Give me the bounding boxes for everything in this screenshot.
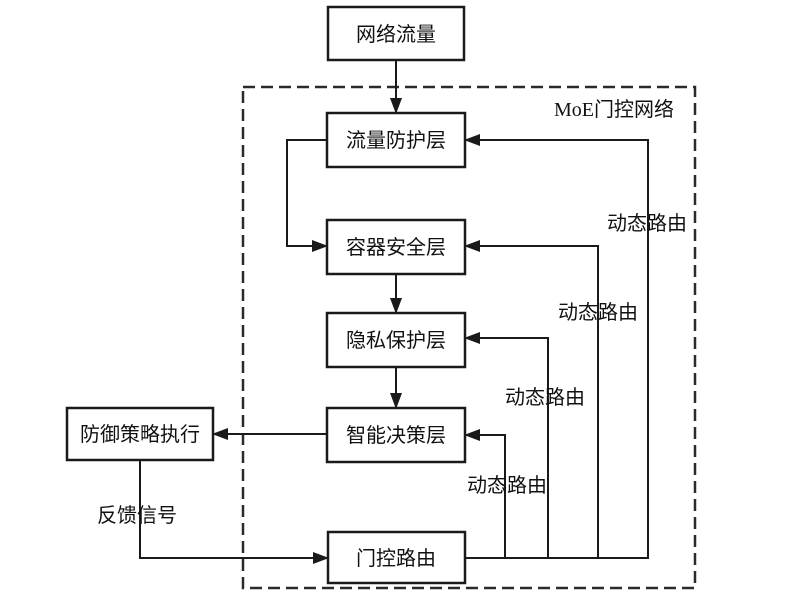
gating-router-box [326, 530, 467, 585]
node-network-traffic: 网络流量 [326, 5, 466, 62]
node-container-security-layer: 容器安全层 [325, 218, 467, 276]
traffic-protection-label: 流量防护层 [346, 129, 446, 152]
gating-router-label: 门控路由 [356, 547, 436, 570]
container-security-label: 容器安全层 [346, 236, 446, 259]
traffic-protection-box [325, 111, 467, 169]
node-defense-strategy-execution: 防御策略执行 [65, 406, 215, 462]
dynamic-routing-label-4: 动态路由 [467, 474, 547, 497]
dynamic-routing-label-3: 动态路由 [505, 386, 585, 409]
node-intelligent-decision-layer: 智能决策层 [325, 406, 467, 464]
feedback-signal-label: 反馈信号 [97, 504, 177, 527]
privacy-protection-box [325, 311, 467, 369]
edge-router-to-container-security [464, 240, 599, 558]
node-traffic-protection-layer: 流量防护层 [325, 111, 467, 169]
defense-strategy-label: 防御策略执行 [80, 423, 200, 446]
intelligent-decision-box [325, 406, 467, 464]
moe-gating-network-label: MoE门控网络 [554, 98, 674, 121]
dynamic-routing-label-2: 动态路由 [558, 301, 638, 324]
network-traffic-box [326, 5, 466, 62]
edge-router-to-traffic-protection [464, 134, 649, 559]
edge-feedback-to-gating-router [139, 460, 329, 564]
defense-strategy-box [65, 406, 215, 462]
privacy-protection-label: 隐私保护层 [346, 329, 446, 352]
node-gating-router: 门控路由 [326, 530, 467, 585]
intelligent-decision-label: 智能决策层 [346, 424, 446, 447]
dynamic-routing-label-1: 动态路由 [607, 212, 687, 235]
edge-router-to-privacy-protection [464, 332, 549, 558]
edge-protection-to-container-security [286, 139, 328, 252]
moe-gating-network-container [241, 85, 697, 590]
network-traffic-label: 网络流量 [356, 23, 436, 46]
container-security-box [325, 218, 467, 276]
edge-router-to-intelligent-decision [464, 429, 506, 558]
node-privacy-protection-layer: 隐私保护层 [325, 311, 467, 369]
